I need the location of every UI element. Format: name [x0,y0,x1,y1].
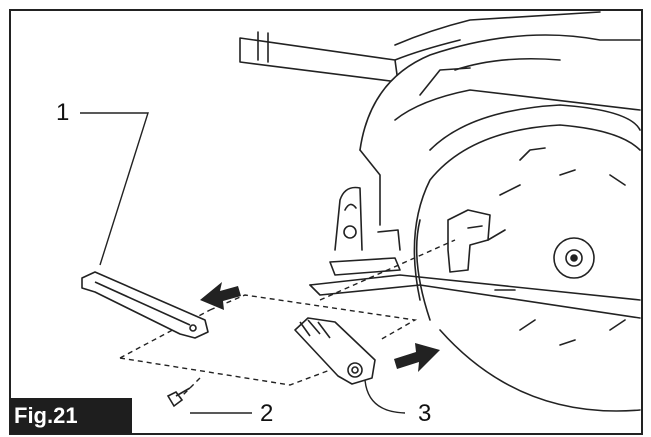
guide-part-1 [81,271,209,339]
clamp-part-3 [294,317,376,385]
figure-label: Fig.21 [10,398,132,434]
callout-number-2: 2 [260,400,274,427]
arrow-right-icon [394,343,440,372]
figure-frame [9,9,643,435]
circular-saw-drawing [239,11,641,412]
callout-number-3: 3 [418,400,432,427]
screw-part-2 [166,387,191,408]
callout-number-1: 1 [56,99,70,126]
direction-arrows [200,282,440,372]
arrow-left-icon [200,282,241,310]
callout-leader-lines [80,112,406,414]
